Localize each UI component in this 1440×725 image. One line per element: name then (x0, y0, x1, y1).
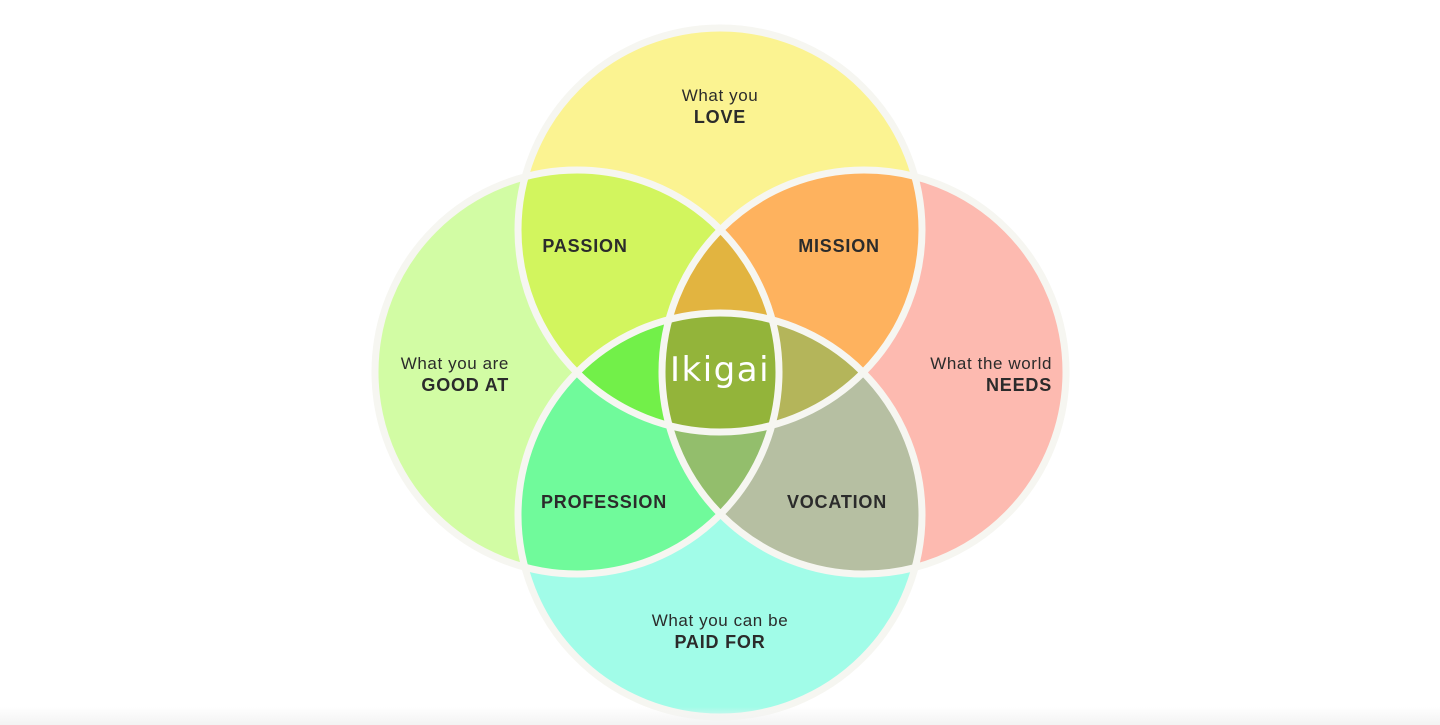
label-profession: PROFESSION (541, 492, 667, 512)
outline-love (514, 24, 926, 436)
outline-good-at (371, 166, 783, 578)
good-at-line2: GOOD AT (421, 375, 509, 395)
outline-needs (658, 166, 1070, 578)
label-passion: PASSION (542, 236, 627, 256)
needs-line1: What the world (930, 354, 1052, 373)
label-vocation: VOCATION (787, 492, 887, 512)
love-line2: LOVE (694, 107, 746, 127)
label-mission: MISSION (798, 236, 880, 256)
paid-for-line1: What you can be (652, 611, 789, 630)
needs-line2: NEEDS (986, 375, 1052, 395)
love-line1: What you (682, 86, 759, 105)
circle-outlines (371, 24, 1070, 721)
label-ikigai: Ikigai (670, 350, 770, 390)
good-at-line1: What you are (401, 354, 509, 373)
paid-for-line2: PAID FOR (674, 632, 765, 652)
